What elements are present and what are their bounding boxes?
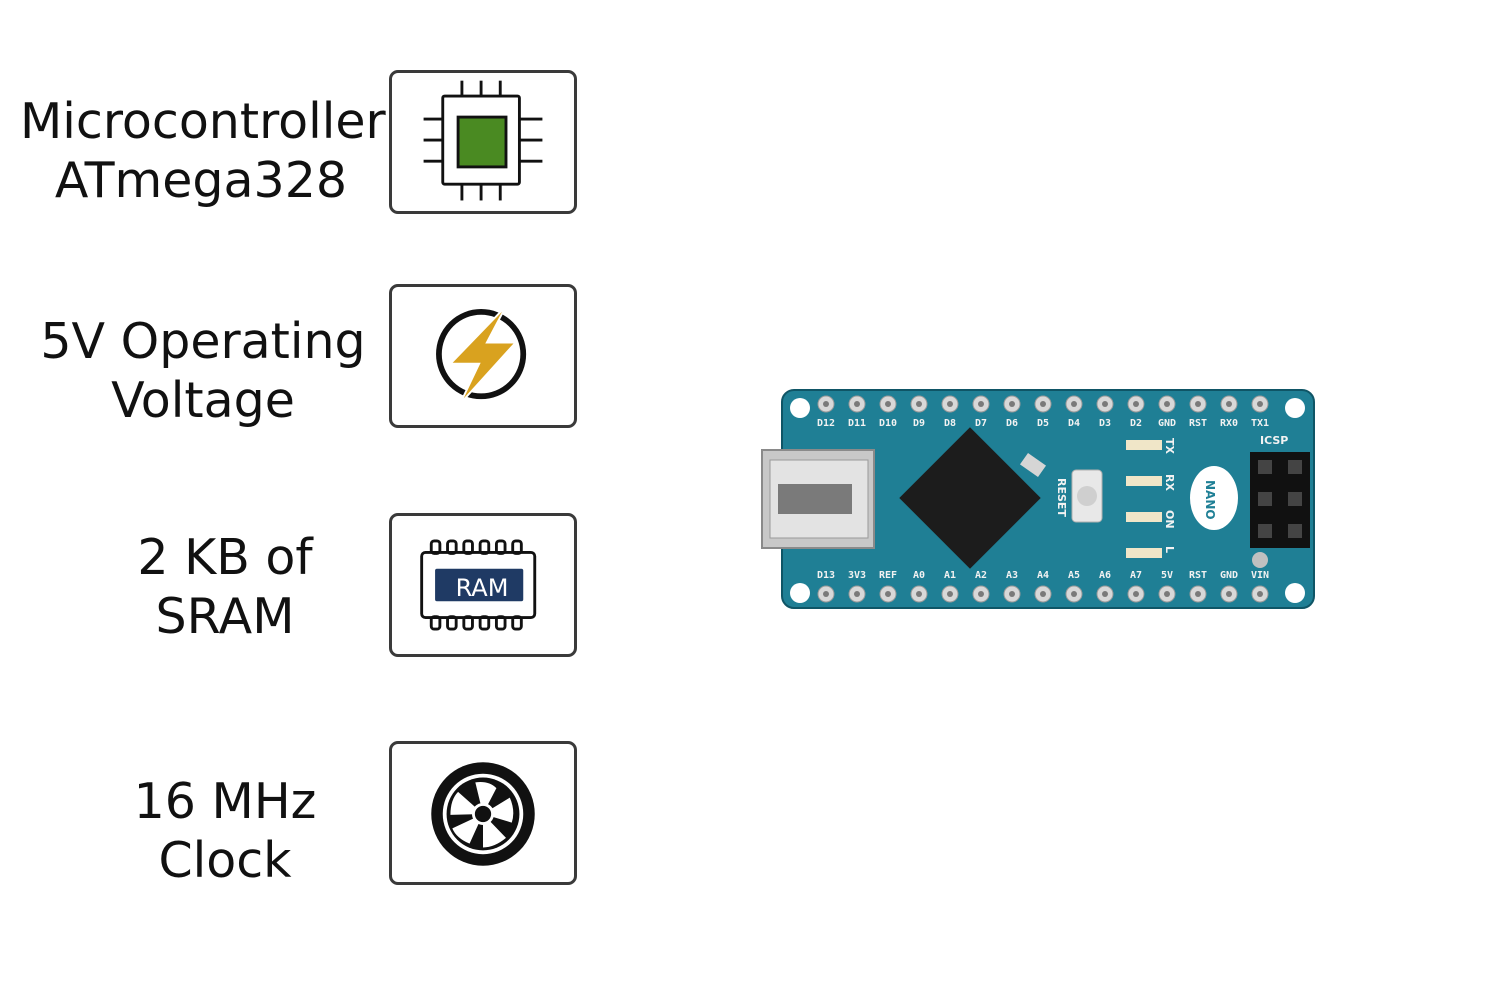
pin-label: D2: [1130, 418, 1142, 429]
feature-line2: Clock: [158, 832, 292, 889]
usb-connector: [761, 449, 875, 549]
pin-hole: [823, 591, 829, 597]
pin-label: A4: [1037, 570, 1049, 581]
pin-hole: [885, 591, 891, 597]
pin-hole: [885, 401, 891, 407]
pin-label: A6: [1099, 570, 1111, 581]
feature-line1: 16 MHz: [133, 773, 317, 830]
pin-hole: [947, 401, 953, 407]
clock-fan-icon-box: [389, 741, 577, 885]
pin-label: RST: [1189, 570, 1207, 581]
pin-label: D10: [879, 418, 897, 429]
pin-label: D8: [944, 418, 956, 429]
pin-hole: [916, 401, 922, 407]
feature-voltage-label: 5V Operating Voltage: [28, 312, 378, 430]
feature-line2: ATmega328: [54, 152, 348, 209]
pin-label: RX0: [1220, 418, 1238, 429]
mount-hole: [1252, 552, 1268, 568]
led-label-rx: RX: [1163, 474, 1176, 491]
reset-label: RESET: [1055, 478, 1068, 517]
pin-hole: [1133, 401, 1139, 407]
nano-label: NANO: [1203, 480, 1217, 520]
clock-fan-icon: [431, 762, 535, 866]
pin-label: REF: [879, 570, 897, 581]
feature-clock-label: 16 MHz Clock: [100, 772, 350, 890]
pin-hole: [978, 401, 984, 407]
pin-hole: [1009, 591, 1015, 597]
feature-line1: 2 KB of: [137, 529, 313, 586]
pin-hole: [1102, 401, 1108, 407]
reset-button: RESET: [1055, 469, 1103, 523]
lightning-bolt-icon: [436, 305, 527, 405]
pin-label: VIN: [1251, 570, 1269, 581]
ram-module-icon: [420, 539, 537, 631]
pin-label: D12: [817, 418, 835, 429]
pin-hole: [1009, 401, 1015, 407]
feature-line1: Microcontroller: [20, 93, 386, 150]
pin-label: A2: [975, 570, 987, 581]
pin-hole: [978, 591, 984, 597]
feature-line2: Voltage: [111, 372, 295, 429]
led-label-on: ON: [1163, 510, 1176, 529]
pin-label: D6: [1006, 418, 1018, 429]
led-label-l: L: [1163, 546, 1176, 553]
pin-hole: [1133, 591, 1139, 597]
icsp-label: ICSP: [1260, 434, 1288, 447]
nano-badge: [1190, 466, 1238, 530]
pin-hole: [1195, 591, 1201, 597]
cpu-chip-icon-box: [389, 70, 577, 214]
pin-label: 3V3: [848, 570, 866, 581]
pin-hole: [1226, 401, 1232, 407]
feature-line1: 5V Operating: [40, 313, 366, 370]
pin-label: A1: [944, 570, 956, 581]
pin-label: D4: [1068, 418, 1080, 429]
ram-label: RAM: [455, 574, 509, 602]
pin-label: A3: [1006, 570, 1018, 581]
pin-hole: [1164, 401, 1170, 407]
icsp-header: [1250, 452, 1310, 548]
pin-label: A0: [913, 570, 925, 581]
pin-label: A7: [1130, 570, 1142, 581]
pin-hole: [1195, 401, 1201, 407]
pin-label: GND: [1158, 418, 1176, 429]
pin-label: D9: [913, 418, 925, 429]
pin-hole: [1071, 401, 1077, 407]
pin-label: A5: [1068, 570, 1080, 581]
feature-microcontroller-label: Microcontroller ATmega328: [20, 92, 386, 210]
pin-label: D13: [817, 570, 835, 581]
pin-label: D11: [848, 418, 866, 429]
pin-hole: [1040, 401, 1046, 407]
pin-hole: [1257, 401, 1263, 407]
pin-hole: [1226, 591, 1232, 597]
pin-hole: [1071, 591, 1077, 597]
pin-label: 5V: [1161, 570, 1173, 581]
feature-sram-label: 2 KB of SRAM: [100, 528, 350, 646]
pin-hole: [823, 401, 829, 407]
bottom-pin-row: D13 3V3 REF A0 A1 A2 A3 A4 A5 A6 A7 5V RST GND VIN: [817, 570, 1269, 603]
ram-module-icon-box: RAM: [389, 513, 577, 657]
pin-hole: [854, 591, 860, 597]
pin-label: D7: [975, 418, 987, 429]
led-label-tx: TX: [1163, 438, 1176, 455]
pin-label: D5: [1037, 418, 1049, 429]
pin-label: D3: [1099, 418, 1111, 429]
pin-hole: [854, 401, 860, 407]
lightning-bolt-icon-box: [389, 284, 577, 428]
pin-hole: [1040, 591, 1046, 597]
pin-hole: [947, 591, 953, 597]
cpu-chip-icon: [423, 80, 543, 201]
crystal: [1019, 452, 1047, 478]
led-group: TX RX ON L: [1126, 438, 1176, 558]
pin-label: TX1: [1251, 418, 1269, 429]
pin-label: RST: [1189, 418, 1207, 429]
feature-line2: SRAM: [155, 588, 295, 645]
pin-hole: [1257, 591, 1263, 597]
pin-hole: [1102, 591, 1108, 597]
pin-hole: [916, 591, 922, 597]
pin-hole: [1164, 591, 1170, 597]
pin-label: GND: [1220, 570, 1238, 581]
top-pin-row: D12 D11 D10 D9 D8 D7 D6 D5 D4 D3 D2 GND RST RX0 TX1: [817, 395, 1269, 429]
